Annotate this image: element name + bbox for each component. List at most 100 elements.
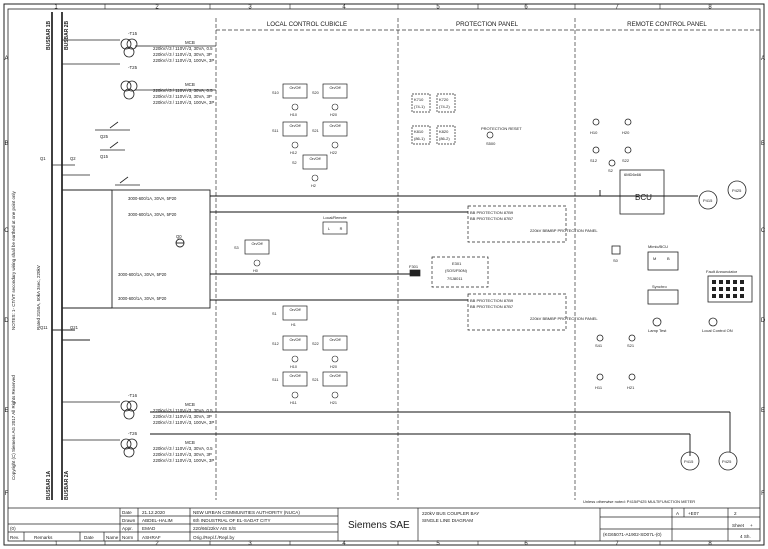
- row-label-b-right: B: [761, 141, 765, 147]
- col-label-7-bottom: 7: [615, 541, 619, 547]
- vt-top-label-1: -T15: [128, 31, 138, 36]
- switch-q11-label: Q11: [40, 325, 48, 330]
- local-remote-l: L: [328, 227, 330, 231]
- onoff-8: On/Off: [289, 338, 301, 342]
- remote-s0: S0: [613, 258, 619, 263]
- switch-q25-top-label: Q25: [100, 134, 109, 139]
- row-label-f-right: F: [761, 491, 765, 497]
- rev-col-rev: Rev.: [10, 535, 19, 540]
- onoff-5: On/Off: [309, 157, 321, 161]
- company-name: Siemens SAE: [348, 520, 410, 531]
- onoff-9: On/Off: [329, 338, 341, 342]
- col-label-6: 6: [524, 5, 528, 11]
- f301-label: F301: [409, 264, 419, 269]
- vt-top-text-2: 220kV/√3 / 110V/√3, 30VA, 3P: [153, 52, 212, 57]
- label-s3: S3: [234, 246, 239, 250]
- row-label-d-right: D: [761, 318, 766, 324]
- sheet-label: Sheet: [732, 523, 745, 528]
- rev-id: (0): [10, 526, 16, 531]
- local-controls: [244, 83, 348, 387]
- onoff-2: On/Off: [329, 86, 341, 90]
- vt-bottom-text-3: 220kV/√3 / 110V/√3, 100VA, 3P: [153, 420, 214, 425]
- label-h12: H12: [290, 151, 297, 155]
- bcu-label: BCU: [635, 193, 652, 202]
- remote-h10: H10: [590, 130, 598, 135]
- e301-label: E301: [452, 261, 462, 266]
- remote-s41: S41: [595, 343, 603, 348]
- copyright-text: Copyright (C) Siemens AG 2017 All Rights…: [11, 375, 16, 480]
- bb-prot-1b: BB PROTECTION 87B7: [470, 216, 514, 221]
- vt-top-text-5: 220kV/√3 / 110V/√3, 30VA, 3P: [153, 94, 212, 99]
- customer-line-1: NEW URBAN COMMUNITIES AUTHORITY (NUCA): [193, 510, 300, 515]
- rating-text: Rated 3150A, 50kA 3sec, 220kV: [36, 265, 41, 330]
- label-s12: S12: [272, 342, 279, 346]
- row-label-f: F: [5, 491, 9, 497]
- label-h22: H22: [330, 151, 337, 155]
- vt-top-text-6: 220kV/√3 / 110V/√3, 100VA, 3P: [153, 100, 214, 105]
- local-remote-label: Local/Remote: [323, 216, 346, 220]
- protection-relays: [409, 93, 567, 331]
- date-value: 21.12.2020: [142, 510, 165, 515]
- rev-col-norm: Norm: [122, 535, 133, 540]
- label-s22: S22: [312, 342, 319, 346]
- vt-bottom-label-2: -T26: [128, 431, 138, 436]
- mimic-b: B: [667, 256, 670, 261]
- switch-q21-label: Q21: [70, 325, 79, 330]
- col-label-1-bottom: 1: [54, 541, 58, 547]
- rev-col-remarks: Remarks: [34, 535, 53, 540]
- meter-p425-label: P425: [732, 188, 742, 193]
- local-remote-r: R: [340, 227, 343, 231]
- onoff-4: On/Off: [329, 124, 341, 128]
- mimic-bcu-label: Mimic/BCU: [648, 244, 668, 249]
- meter-p415-label: P415: [703, 198, 713, 203]
- remote-s12: S12: [590, 158, 598, 163]
- bay-equipment: [52, 189, 211, 341]
- remote-h11: H11: [595, 385, 603, 390]
- row-label-b: B: [4, 141, 8, 147]
- remote-s22: S22: [622, 158, 630, 163]
- vt-bottom-text-4: 220kV/√3 / 110V/√3, 30VA, 0.5: [153, 446, 213, 451]
- relay-k710: K710: [414, 97, 424, 102]
- col-label-1: 1: [54, 5, 58, 11]
- sheet-value: +: [750, 523, 753, 528]
- drawing-title-2: SINGLE LINE DIAGRAM: [422, 518, 473, 523]
- sheets-total: 4 Sh.: [740, 534, 751, 539]
- section-remote-title: REMOTE CONTROL PANEL: [627, 21, 707, 28]
- row-label-a: A: [4, 56, 8, 62]
- e301-func: (SOS/F50N): [445, 268, 468, 273]
- label-h0: H0: [253, 269, 258, 273]
- row-label-d: D: [4, 318, 9, 324]
- col-label-7: 7: [615, 5, 619, 11]
- label-h10: H10: [290, 113, 297, 117]
- busbar-1b-label: BUSBAR 1B: [46, 20, 52, 50]
- row-label-c: C: [4, 228, 9, 234]
- outer-frame: [3, 3, 765, 546]
- signal-lines: [150, 190, 731, 456]
- col-label-5: 5: [436, 5, 440, 11]
- inner-frame: [7, 8, 761, 542]
- col-label-2-bottom: 2: [155, 541, 159, 547]
- label-s11: S11: [272, 129, 278, 133]
- top-switches: [52, 121, 140, 186]
- onoff-7: On/Off: [289, 308, 301, 312]
- notes-text: NOTES: 1- CT/VT secondary wiring shall b…: [11, 191, 16, 330]
- drawn-label: Drawn: [122, 518, 136, 523]
- top-vt-group: [62, 38, 216, 100]
- onoff-6: On/Off: [251, 242, 263, 246]
- bb-prot-2b: BB PROTECTION 87B7: [470, 304, 514, 309]
- onoff-3: On/Off: [289, 124, 301, 128]
- ct-1-label: 3000-600/1A, 30VA, 5P20: [128, 196, 177, 201]
- switch-q2-label: Q2: [70, 156, 76, 161]
- col-label-3-bottom: 3: [248, 541, 252, 547]
- remote-s21: S21: [627, 343, 635, 348]
- vt-top-text-4: 220kV/√3 / 110V/√3, 30VA, 0.5: [153, 88, 213, 93]
- label-h11: H11: [290, 401, 297, 405]
- norm-value: ASHRAF: [142, 535, 161, 540]
- switch-q1-label: Q1: [40, 156, 46, 161]
- vt-bottom-mcb-2: MCB: [185, 440, 195, 445]
- label-h2: H2: [311, 184, 316, 188]
- rev-col-date: Date: [84, 535, 94, 540]
- local-lamps: [253, 103, 339, 399]
- relay-k820-code: (86-2): [439, 136, 450, 141]
